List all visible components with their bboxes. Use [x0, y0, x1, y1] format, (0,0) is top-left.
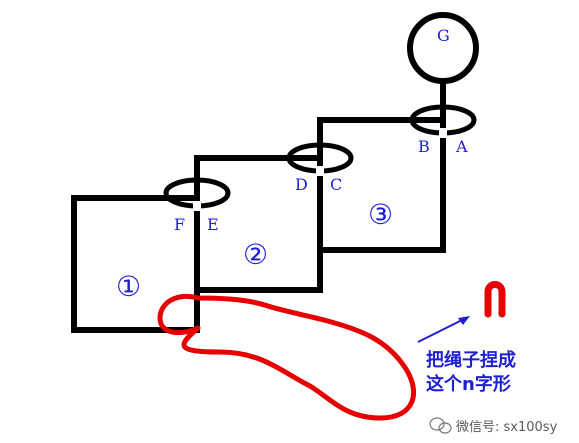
- label-a: A: [455, 137, 468, 156]
- number-one: ①: [116, 270, 141, 303]
- label-d: D: [295, 175, 308, 194]
- wechat-icon: [429, 417, 452, 434]
- instruction-line-2: 这个n字形: [426, 373, 511, 395]
- watermark-text: 微信号: sx100sy: [456, 420, 558, 435]
- label-c: C: [330, 175, 342, 194]
- gap-dc: [316, 166, 324, 176]
- number-two: ②: [243, 238, 268, 271]
- red-rope: [157, 294, 416, 421]
- instruction-line-1: 把绳子捏成: [426, 349, 516, 371]
- label-g: G: [437, 26, 450, 45]
- label-b: B: [418, 137, 430, 156]
- number-three: ③: [368, 198, 393, 231]
- gap-ba: [439, 128, 447, 138]
- n-shape-icon: [484, 281, 506, 318]
- ring-g: [407, 12, 479, 84]
- label-f: F: [174, 215, 185, 234]
- gap-fe: [193, 201, 201, 211]
- pointer-arrow: [417, 317, 467, 343]
- label-e: E: [207, 215, 219, 234]
- arrow-head-icon: [458, 316, 470, 325]
